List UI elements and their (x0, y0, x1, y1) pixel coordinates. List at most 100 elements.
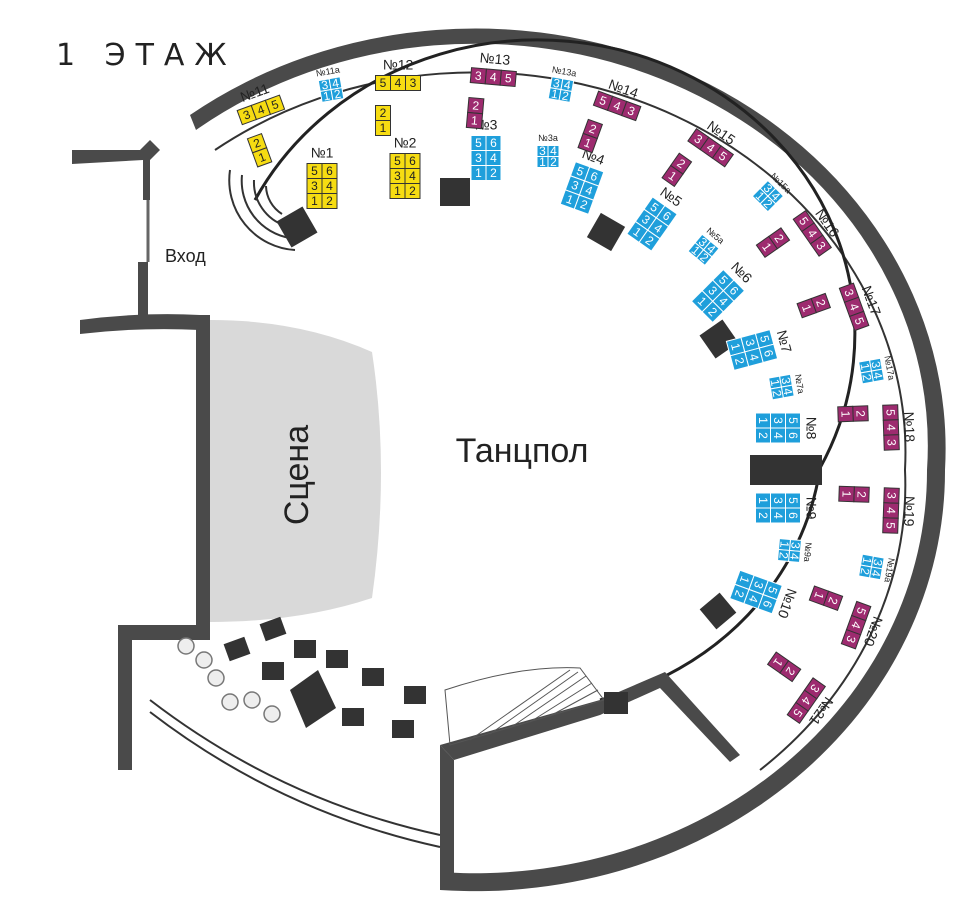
seat[interactable] (375, 120, 391, 136)
table-label: №7 (774, 328, 795, 354)
seat-number: 2 (333, 87, 342, 102)
seat-number: 5 (394, 154, 401, 168)
seat[interactable] (465, 111, 484, 130)
seat[interactable] (404, 183, 421, 199)
seat-number: 4 (395, 76, 402, 90)
seat[interactable] (661, 164, 684, 188)
seat[interactable] (577, 132, 598, 154)
seat[interactable] (638, 229, 661, 252)
seat[interactable] (547, 156, 560, 168)
seat[interactable] (558, 89, 573, 103)
seat[interactable] (770, 386, 784, 401)
seat[interactable] (882, 517, 899, 534)
seat-number: 1 (756, 417, 770, 424)
seat-number: 6 (786, 432, 800, 439)
seat[interactable] (809, 234, 833, 257)
seat[interactable] (405, 75, 421, 91)
seat[interactable] (573, 194, 595, 215)
seat[interactable] (860, 370, 874, 385)
seat[interactable] (766, 651, 790, 674)
column (440, 178, 470, 206)
seat[interactable] (755, 427, 771, 444)
seat-number: 2 (854, 491, 868, 498)
seat-number: 2 (587, 121, 598, 137)
seat[interactable] (796, 297, 817, 319)
table-label: №9а (802, 542, 814, 562)
seat-number: 5 (311, 164, 318, 178)
seat[interactable] (777, 548, 791, 562)
seat[interactable] (499, 69, 517, 88)
staircase-steps (469, 669, 599, 741)
seat-number: 5 (597, 93, 608, 109)
seat[interactable] (485, 165, 502, 181)
seat-number: 3 (778, 376, 793, 385)
seat[interactable] (321, 193, 338, 209)
seat-number: 2 (813, 297, 829, 308)
seat[interactable] (695, 249, 713, 266)
seat[interactable] (251, 147, 273, 168)
seat-number: 3 (320, 78, 329, 93)
seat[interactable] (808, 585, 830, 606)
seat-number: 2 (550, 155, 557, 169)
seat-number: 4 (490, 151, 497, 165)
seat[interactable] (840, 628, 862, 650)
staircase (444, 667, 605, 746)
seat-number: 3 (626, 103, 637, 119)
table-label: №17а (882, 355, 896, 381)
seat[interactable] (755, 235, 778, 259)
seat-number: 1 (777, 541, 792, 549)
seat[interactable] (838, 485, 855, 503)
column (586, 212, 626, 252)
seat[interactable] (711, 145, 735, 168)
seat[interactable] (848, 310, 870, 332)
seat-number: 1 (768, 378, 783, 387)
seat[interactable] (330, 87, 345, 101)
seat[interactable] (858, 564, 872, 579)
seat[interactable] (786, 701, 809, 725)
seat[interactable] (264, 94, 286, 116)
seat[interactable] (755, 507, 771, 524)
seat-number: 3 (241, 107, 252, 123)
seat[interactable] (729, 351, 750, 371)
seat[interactable] (759, 195, 777, 213)
seat-number: 3 (788, 542, 803, 550)
seat[interactable] (729, 583, 750, 605)
seat[interactable] (837, 405, 854, 423)
seat-number: 3 (884, 439, 898, 446)
entrance-label: Вход (165, 246, 206, 266)
seat-number: 4 (787, 552, 802, 560)
seat[interactable] (883, 434, 900, 451)
seat[interactable] (620, 100, 642, 122)
seat[interactable] (701, 300, 725, 324)
